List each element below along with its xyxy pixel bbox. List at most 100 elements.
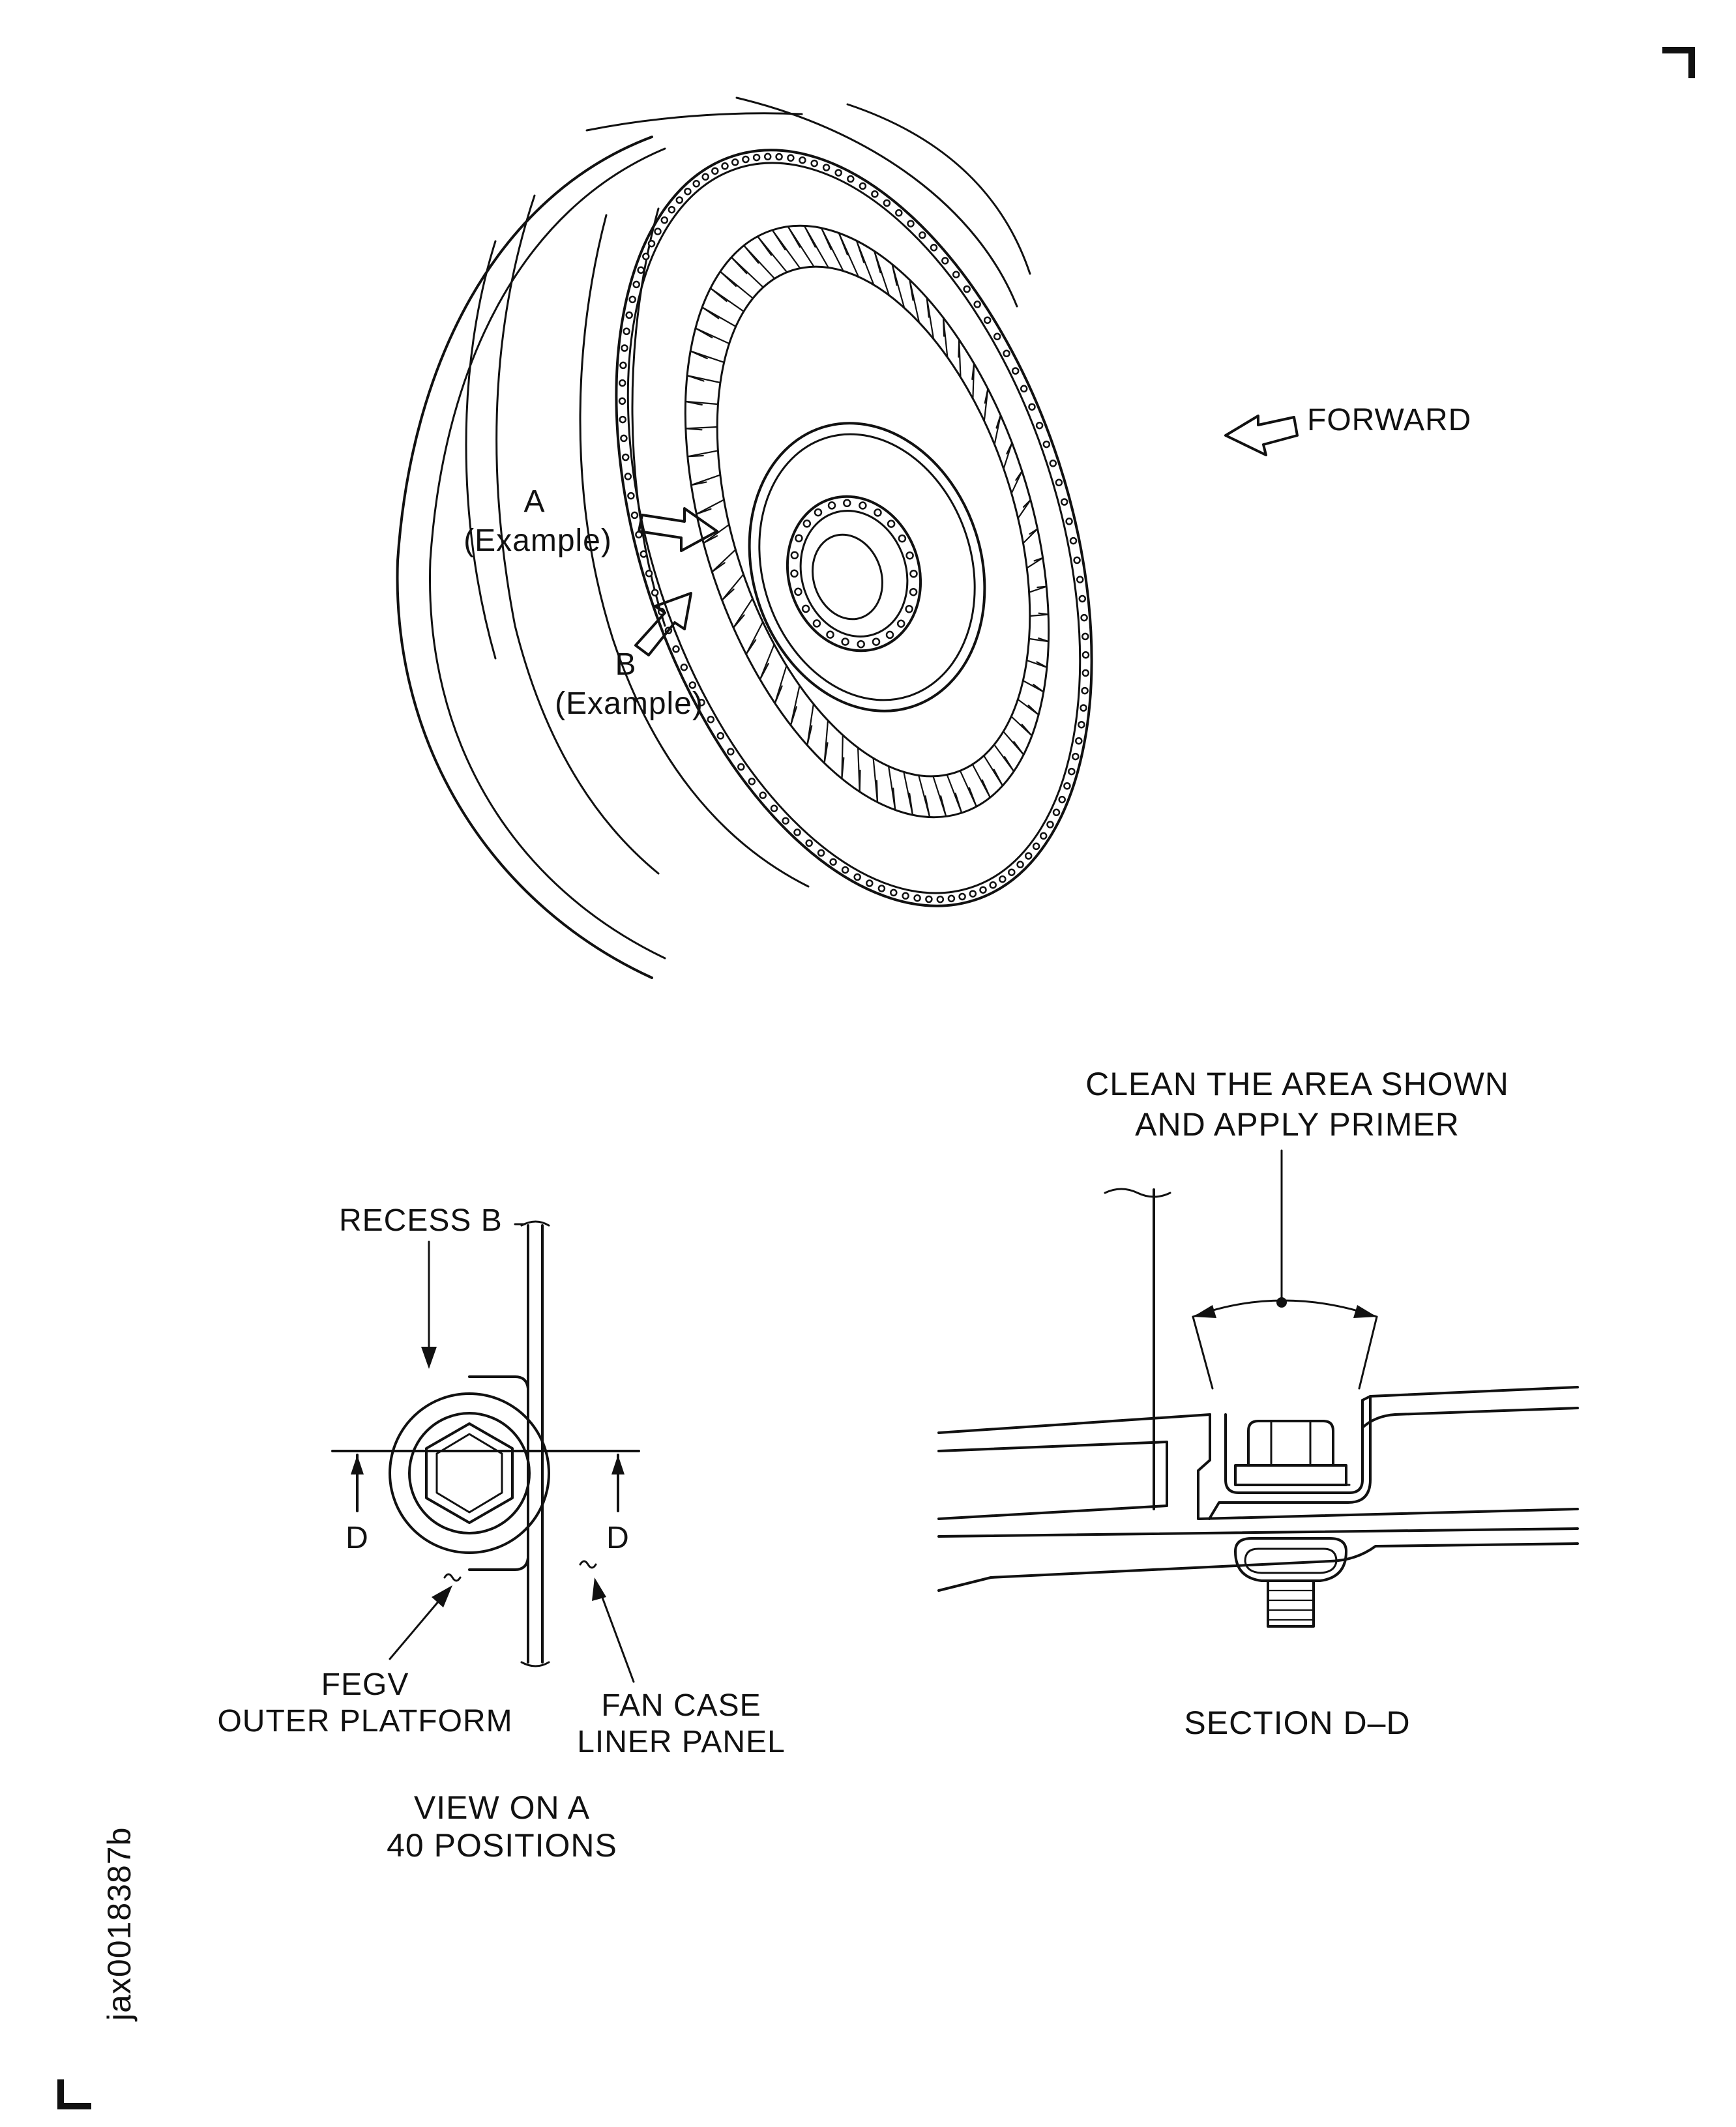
view-a-arrow [638,507,718,552]
hub-bolt [909,569,918,578]
blade-edge [789,706,797,726]
hub-bolt [790,551,799,560]
blade-edge [909,279,914,301]
blade-edge [855,240,865,263]
flange-hole [731,158,739,166]
blade-edge [993,769,1004,787]
flange-hole [936,895,945,903]
flange-hole [1078,594,1087,603]
flange-hole [1028,403,1036,411]
flange-hole [752,153,761,162]
flange-hole [630,511,639,520]
flange-hole [680,663,688,671]
flange-hole [707,715,715,724]
crop-mark-bottom-left [57,2079,91,2109]
flange-hole [1035,421,1044,430]
crop-mark-top-right [1662,47,1695,78]
fan-case-liner-panel [520,1220,550,1667]
blade-edge [838,232,848,256]
flange-hole [810,159,818,168]
forward-label: FORWARD [1307,403,1471,437]
blade-edge [690,350,708,360]
hub-bolt [872,638,881,646]
flange-hole [727,748,735,755]
section-mark-right: D [606,1521,630,1555]
flange-hole [805,839,813,847]
flange-hole [1060,498,1068,506]
hub-bolt [857,639,865,649]
flange-hole [737,763,745,771]
flange-hole [1046,821,1054,829]
hub-bolt [826,630,834,639]
flange-hole [859,182,867,190]
liner-label-line1: FAN CASE [601,1688,761,1723]
hub-bolt [909,587,918,596]
flange-hole [642,252,650,261]
blade-edge [745,639,757,655]
flange-hole [1078,720,1085,729]
flange-hole [1055,478,1063,487]
fan-blade-array [684,224,1050,819]
anchor-nut-icon [1234,1537,1347,1628]
flange-hole [748,778,756,785]
flange-hole [628,295,636,304]
flange-hole [1069,536,1078,545]
flange-hole [1076,576,1084,583]
flange-hole [1042,440,1051,448]
view-on-a-caption-line2: 40 POSITIONS [387,1827,617,1864]
flange-hole [871,190,879,198]
hub-bolt [898,534,907,543]
fegv-label-line2: OUTER PLATFORM [217,1704,512,1738]
flange-hole [989,881,997,889]
flange-hole [866,879,874,887]
hub-bolt [795,534,803,542]
blade-edge [926,297,930,318]
blade-edge [942,317,945,337]
hub-bolt [814,508,823,517]
flange-hole [688,681,697,689]
hub-bolt [887,520,896,528]
blade-edge [703,535,718,544]
primer-note-line2: AND APPLY PRIMER [1135,1106,1460,1143]
flange-hole [1081,686,1089,695]
flange-hole [1039,832,1048,840]
flange-hole [817,849,825,857]
flange-hole [983,316,992,324]
flange-hole [1073,556,1081,565]
blade-edge [803,225,816,248]
blade-edge [1038,612,1050,615]
flange-hole [969,890,977,898]
hub-bolt [859,501,867,510]
blade-edge [859,769,861,793]
fan-hub [748,422,986,712]
flange-hole [623,327,630,336]
flange-hole [645,569,653,578]
flange-hole [853,873,861,881]
blade-edge [954,792,963,814]
blade-edge [759,663,769,681]
flange-hole [770,804,778,812]
flange-hole [947,894,956,903]
flange-hole [1063,782,1071,790]
hub-bolt [843,499,851,508]
hub-bolt-circle [790,499,918,649]
flange-hole [618,397,626,405]
blade-edge [892,787,896,811]
blade-edge [1033,557,1044,562]
blade-edge [891,263,898,286]
hub-bolt [905,605,913,613]
flange-hole [1011,367,1020,375]
flange-hole [647,239,656,248]
blade-line [696,499,725,515]
flange-hole [716,732,725,740]
hub-bolt [790,569,799,578]
flange-hole [675,196,684,204]
blade-edge [684,400,703,406]
flange-hole [963,285,971,293]
flange-hole [668,205,676,214]
view-a-sublabel: (Example) [463,523,612,558]
flange-hole [1052,808,1061,817]
blade-line [1026,557,1044,569]
flange-hole [1081,651,1090,659]
